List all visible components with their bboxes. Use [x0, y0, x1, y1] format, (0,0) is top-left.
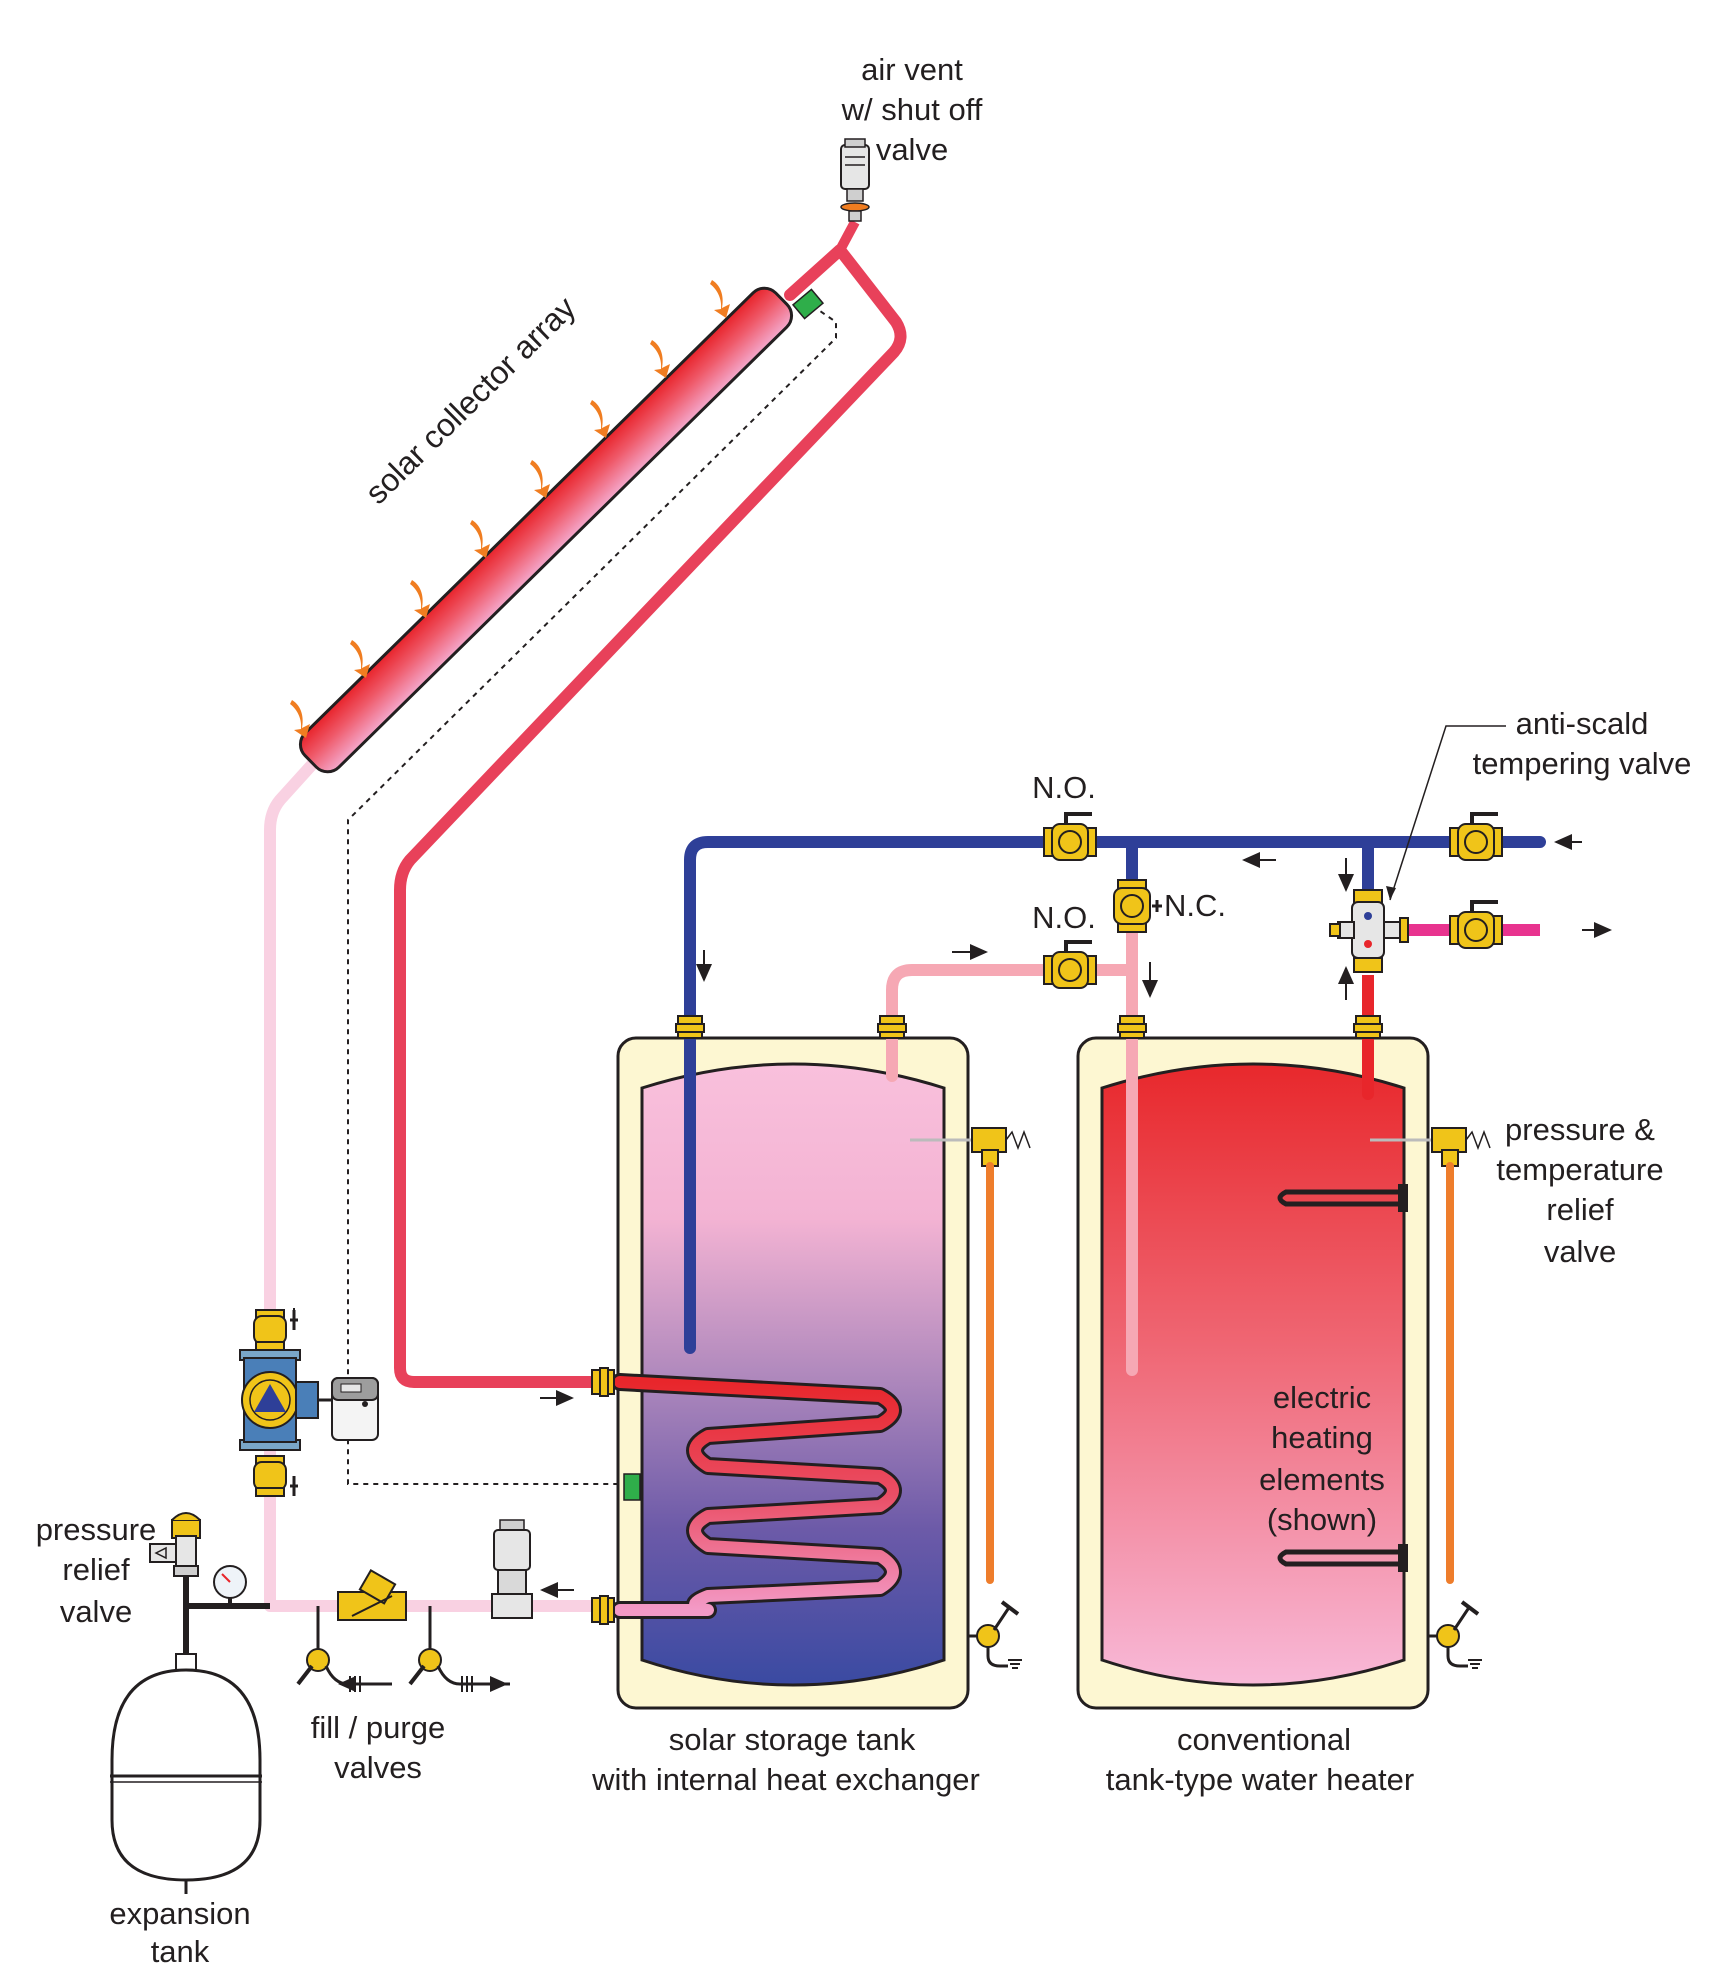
preheat-pipe — [886, 964, 1138, 1374]
ball-valve-icon — [1448, 812, 1504, 862]
electric-elements-label-line: heating — [1271, 1420, 1373, 1455]
pressure-relief-label: pressure relief valve — [36, 1512, 157, 1629]
air-vent-riser-pipe — [835, 219, 860, 253]
pt-relief-label: pressure & temperature relief valve — [1496, 1112, 1663, 1269]
air-vent-label-line: valve — [876, 132, 948, 167]
anti-scald-label-line: anti-scald — [1516, 706, 1649, 741]
electric-elements-label-line: (shown) — [1267, 1502, 1377, 1537]
ball-valve-icon — [253, 1455, 287, 1497]
no-valve-mid-label: N.O. — [1032, 900, 1096, 935]
air-separator-icon — [491, 1519, 533, 1619]
cold-water-main-pipe — [684, 836, 1546, 1356]
anti-scald-leader — [1389, 725, 1506, 901]
solar-tank-label-line: with internal heat exchanger — [591, 1762, 980, 1797]
solar-tank-label: solar storage tank with internal heat ex… — [591, 1722, 980, 1797]
pressure-relief-label-line: pressure — [36, 1512, 157, 1547]
pt-relief-valve-heater — [1370, 1127, 1491, 1584]
fill-purge-label-line: fill / purge — [311, 1710, 445, 1745]
fill-purge-label: fill / purge valves — [311, 1710, 445, 1785]
electric-elements-label-line: elements — [1259, 1462, 1385, 1497]
expansion-tank — [110, 1603, 270, 1894]
anti-scald-label-line: tempering valve — [1473, 746, 1692, 781]
electric-element-upper — [1277, 1184, 1408, 1212]
air-vent-label-line: w/ shut off — [841, 92, 983, 127]
ball-valve-icon — [1113, 879, 1151, 933]
expansion-tank-label-line: tank — [151, 1934, 210, 1969]
drain-valve-icon — [975, 1600, 1024, 1670]
solar-collector — [298, 286, 794, 774]
conventional-tank-label: conventional tank-type water heater — [1106, 1722, 1414, 1797]
collector-sensor-icon — [791, 288, 825, 320]
solar-collector-label: solar collector array — [358, 289, 582, 510]
nc-valve-label: N.C. — [1164, 888, 1226, 923]
conventional-tank-label-line: conventional — [1177, 1722, 1351, 1757]
drain-valve-icon — [1435, 1600, 1484, 1670]
pressure-relief-valve-icon — [149, 1512, 201, 1606]
air-vent-label-line: air vent — [861, 52, 963, 87]
no-valve-top-label: N.O. — [1032, 770, 1096, 805]
anti-scald-label: anti-scald tempering valve — [1473, 706, 1692, 781]
electric-element-lower — [1277, 1544, 1408, 1572]
pt-relief-label-line: pressure & — [1505, 1112, 1655, 1147]
union-fitting — [591, 1367, 615, 1625]
electric-elements-label: electric heating elements (shown) — [1259, 1380, 1385, 1537]
ball-valve-icon — [253, 1309, 287, 1351]
collector-supply-pipe — [264, 752, 604, 1612]
air-vent-label: air vent w/ shut off valve — [841, 52, 983, 167]
conventional-tank-label-line: tank-type water heater — [1106, 1762, 1414, 1797]
conventional-water-heater — [1076, 1036, 1430, 1710]
ball-valve-icon — [1042, 940, 1098, 990]
union-fitting — [675, 1015, 1383, 1039]
pressure-gauge-icon — [213, 1565, 247, 1606]
pt-relief-label-line: temperature — [1496, 1152, 1663, 1187]
tank-sensor-icon — [623, 1473, 641, 1501]
ball-valve-icon — [1042, 812, 1098, 862]
expansion-tank-label: expansion tank — [109, 1896, 250, 1969]
fill-purge-valve — [408, 1606, 510, 1692]
pressure-relief-label-line: valve — [60, 1594, 132, 1629]
sensor-wire — [347, 299, 837, 1485]
electric-elements-label-line: electric — [1273, 1380, 1371, 1415]
solar-tank-label-line: solar storage tank — [669, 1722, 916, 1757]
circulator-pump-icon — [239, 1349, 319, 1451]
flow-arrows — [293, 834, 1612, 1692]
pt-relief-valve-solar — [910, 1127, 1031, 1584]
expansion-tank-label-line: expansion — [109, 1896, 250, 1931]
tempering-valve-icon — [1329, 889, 1409, 973]
air-vent-icon — [840, 138, 870, 222]
check-valve-icon — [337, 1568, 407, 1621]
controller-icon — [331, 1377, 379, 1441]
pt-relief-label-line: valve — [1544, 1234, 1616, 1269]
pt-relief-label-line: relief — [1546, 1192, 1614, 1227]
pressure-relief-label-line: relief — [62, 1552, 130, 1587]
fill-purge-label-line: valves — [334, 1750, 422, 1785]
ball-valve-icon — [1448, 900, 1504, 950]
collector-return-pipe — [394, 244, 907, 1388]
heat-exchanger-coil — [614, 1376, 899, 1616]
